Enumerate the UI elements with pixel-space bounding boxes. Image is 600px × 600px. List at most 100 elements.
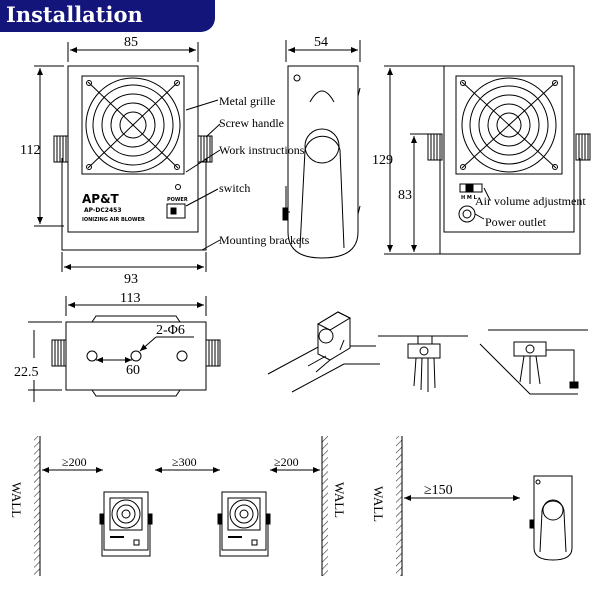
- unit-a-handle: [99, 513, 105, 525]
- iso-airflow: [307, 355, 327, 367]
- callout-metal-grille: Metal grille: [219, 94, 275, 108]
- iso-unit-bracket: [339, 339, 345, 351]
- back-housing: [443, 65, 575, 233]
- product-name: IONIZING AIR BLOWER: [82, 217, 145, 223]
- dim-width-bottom: 93: [124, 272, 138, 287]
- brand-logo: AP&T: [82, 192, 120, 206]
- back-grille-ring-1: [461, 77, 557, 173]
- grille-ring-5: [119, 111, 147, 139]
- iso-unit-hanging: [407, 343, 441, 359]
- wall-left-hatch: [34, 436, 40, 576]
- front-view-text: 85 112 93 AP&T AP-DC2453 IONIZING AIR BL…: [20, 35, 310, 287]
- model-number: AP-DC2453: [84, 207, 122, 214]
- gap-right-label: ≥200: [274, 455, 299, 469]
- gap-left-label: ≥200: [62, 455, 87, 469]
- back-screw: [552, 80, 558, 86]
- mounting-hole-right: [176, 350, 188, 362]
- air-volume-switch: [459, 183, 483, 193]
- back-screw: [552, 164, 558, 170]
- dim-height-total: 129: [372, 153, 393, 168]
- spacing-text: ≥200 ≥300 ≥200 ≥150 WALL WALL WALL: [9, 455, 453, 522]
- back-view-text: 129 83 H M L Air volume adjustment Power…: [372, 153, 586, 229]
- iso-unit-body: [317, 311, 351, 361]
- callout-line-grille: [185, 99, 219, 111]
- gap-middle-label: ≥300: [172, 455, 197, 469]
- callout-mounting-brackets: Mounting brackets: [219, 233, 310, 247]
- side-housing: [287, 65, 359, 259]
- iso-unit-side: [513, 341, 547, 357]
- side-detail: [357, 87, 361, 97]
- unit-a-fan: [111, 499, 141, 529]
- dim-width-top: 85: [124, 35, 138, 50]
- power-outlet-inner: [462, 209, 472, 219]
- unit-b-bracket: [219, 524, 269, 557]
- grille-ring-4: [110, 102, 156, 148]
- hole-spec: 2-Φ6: [156, 323, 185, 338]
- iso-bracket-foot: [569, 381, 579, 389]
- unit-b-fan: [229, 499, 259, 529]
- spacing-unit-b: [221, 491, 267, 551]
- back-grille-frame: [455, 75, 563, 175]
- unit-c-connector: [529, 519, 535, 529]
- spacing-unit-c-side: [533, 475, 573, 561]
- air-volume-slider: [465, 184, 474, 192]
- callout-screw-handle: Screw handle: [219, 116, 284, 130]
- grille-screw-bl: [86, 164, 92, 170]
- iso-unit-fan: [318, 328, 334, 344]
- iso-floor-edge: [291, 363, 380, 393]
- wall-right-hatch: [322, 436, 328, 576]
- mounting-hole-left: [86, 350, 98, 362]
- iso-unit-knob: [419, 346, 429, 356]
- unit-a-switch: [133, 539, 140, 546]
- unit-c-bracket: [539, 500, 567, 553]
- front-view: [34, 42, 221, 272]
- power-label: POWER: [167, 197, 188, 203]
- callout-switch: switch: [219, 181, 250, 195]
- switch-marks: H M L: [461, 195, 478, 201]
- back-mounting-bracket: [439, 158, 581, 255]
- unit-b-grille: [227, 497, 261, 531]
- bottom-view-text: 113 2-Φ6 60 22.5: [14, 291, 185, 380]
- iso-airflow: [315, 359, 331, 373]
- spacing-unit-a: [103, 491, 149, 551]
- side-mark: [309, 90, 335, 103]
- unit-b-fan-hub: [239, 509, 249, 519]
- unit-a-fan-inner: [116, 504, 136, 524]
- unit-a-fan-hub: [121, 509, 131, 519]
- grille-ring-1: [85, 77, 181, 173]
- power-outlet: [458, 205, 476, 223]
- iso-airflow: [413, 357, 417, 387]
- dim-bottom-width: 113: [120, 291, 140, 306]
- iso-unit-knob: [525, 344, 535, 354]
- grille-screw-tl: [86, 80, 92, 86]
- back-screw: [460, 80, 466, 86]
- dim-hole-spacing: 60: [126, 363, 140, 378]
- dim-bottom-height: 22.5: [14, 365, 39, 380]
- bottom-bracket-top: [91, 315, 181, 323]
- iso-floor-mount: [267, 311, 380, 393]
- metal-grille-frame: [81, 75, 185, 175]
- header-banner: [0, 0, 215, 32]
- unit-a-bracket: [101, 524, 151, 557]
- grille-ring-2: [92, 84, 174, 166]
- callout-line-bracket: [201, 239, 221, 251]
- hole-leader: [139, 336, 157, 352]
- iso-airflow: [519, 355, 525, 383]
- side-detail: [357, 205, 361, 215]
- side-handle-knob: [304, 128, 340, 164]
- bottom-bracket-bottom: [91, 389, 181, 397]
- mounting-hole-center: [130, 350, 142, 362]
- iso-unit-top: [316, 311, 352, 331]
- power-switch: [166, 203, 186, 219]
- iso-bracket-arm: [546, 349, 575, 386]
- grille-screw-br: [174, 164, 180, 170]
- back-screw: [460, 164, 466, 170]
- bottom-view: [28, 296, 221, 402]
- wall-label-rear: WALL: [371, 486, 386, 522]
- back-grille-ring-5: [496, 112, 522, 138]
- wall-label-right: WALL: [332, 482, 347, 518]
- side-view: [282, 40, 361, 259]
- iso-wall-mount: [479, 329, 588, 395]
